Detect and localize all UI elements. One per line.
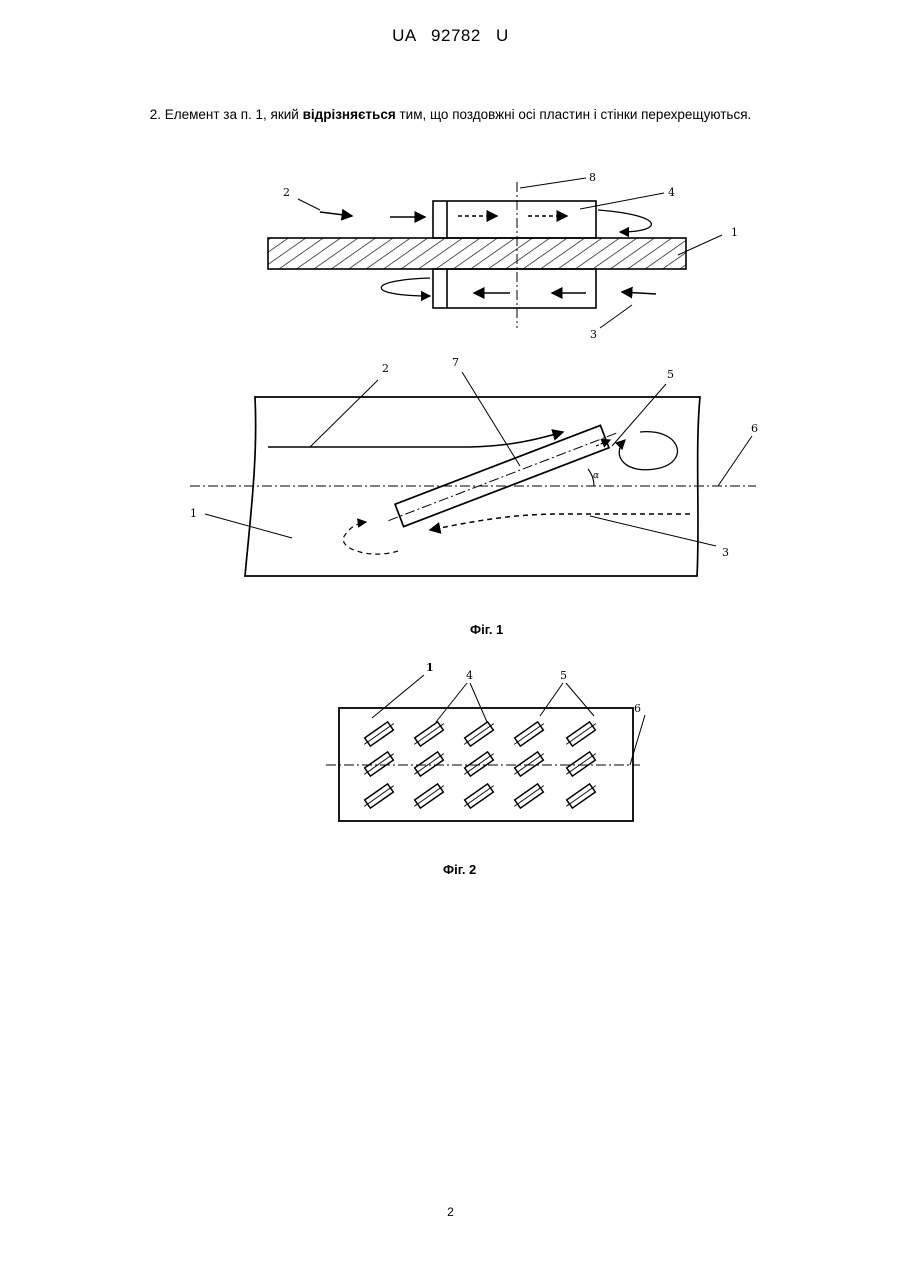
- small-plate: [361, 750, 396, 779]
- figure-2-drawing: 1 4 5 6: [0, 0, 901, 900]
- small-plate: [511, 750, 546, 779]
- page-number: 2: [0, 1205, 901, 1219]
- small-plate: [411, 782, 446, 811]
- small-plate: [461, 720, 496, 749]
- small-plate: [511, 720, 546, 749]
- small-plate: [461, 750, 496, 779]
- figure-2-caption: Фіг. 2: [443, 862, 476, 877]
- small-plate: [361, 720, 396, 749]
- fig2-label-6: 6: [634, 702, 641, 715]
- small-plate: [563, 720, 598, 749]
- small-plate: [411, 720, 446, 749]
- small-plate: [511, 782, 546, 811]
- fig2-label-4: 4: [466, 669, 473, 682]
- fig2-label-1: 1: [426, 661, 434, 674]
- small-plate: [411, 750, 446, 779]
- fig2-label-5: 5: [560, 669, 567, 682]
- small-plate: [563, 782, 598, 811]
- small-plate: [563, 750, 598, 779]
- small-plate: [361, 782, 396, 811]
- small-plate: [461, 782, 496, 811]
